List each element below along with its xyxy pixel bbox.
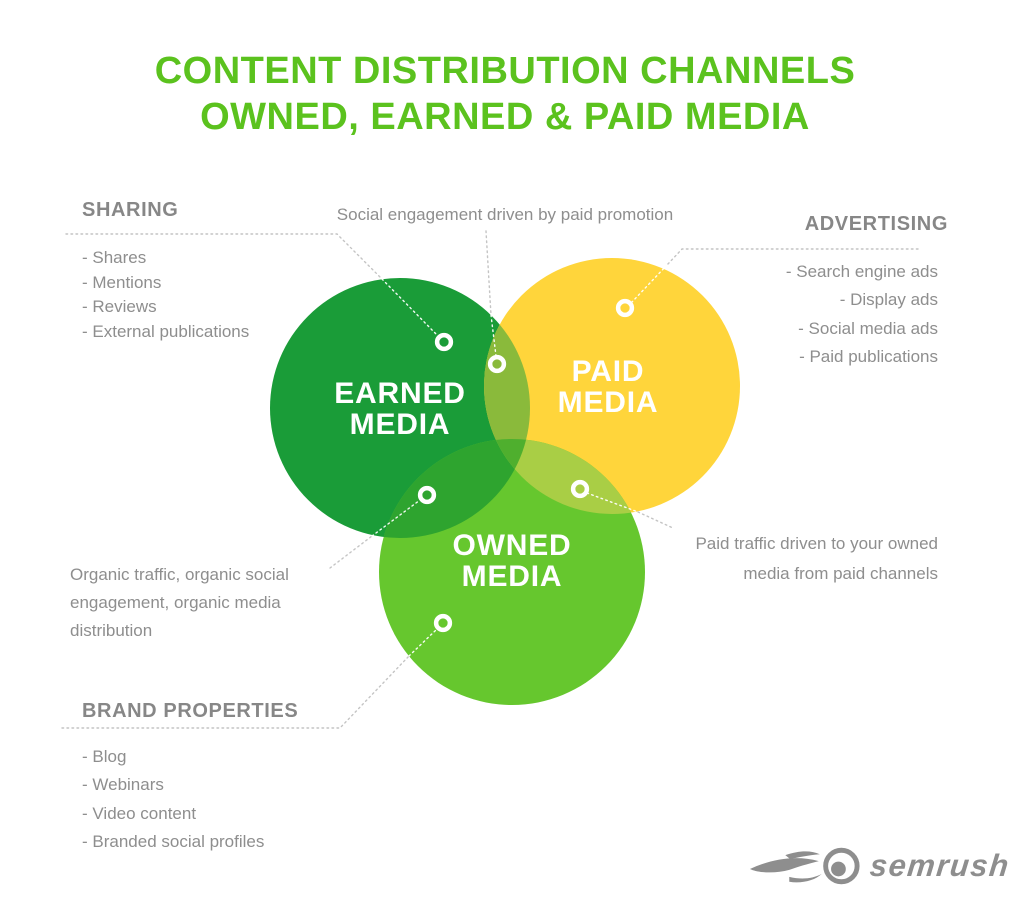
paid-traffic-annotation: Paid traffic driven to your owned media … <box>695 534 938 583</box>
brand-properties-item: - Blog <box>82 747 127 766</box>
connector-advertising-inner <box>631 264 668 303</box>
connector-paid-traffic-inner <box>586 492 639 513</box>
connector-sharing-inner <box>381 278 438 336</box>
connector-social-engagement <box>485 230 492 316</box>
connector-brand-properties <box>61 655 410 729</box>
brand-properties-item: - Video content <box>82 803 197 823</box>
page-title-line1: CONTENT DISTRIBUTION CHANNELS <box>154 50 856 92</box>
connector-social-engagement-inner <box>490 314 497 357</box>
paid-media-label: PAID MEDIA <box>557 355 659 419</box>
marker-rings <box>417 298 635 633</box>
advertising-item: - Paid publications <box>799 347 938 367</box>
advertising-item: - Display ads <box>839 290 938 310</box>
ring-marker-sharing-icon <box>434 332 454 352</box>
sharing-list: - Shares - Mentions - Reviews - External… <box>82 246 249 344</box>
connector-organic-inner <box>371 499 421 537</box>
semrush-logo: semrush <box>746 842 1010 890</box>
sharing-heading: SHARING <box>82 199 179 221</box>
ring-marker-paid-traffic-icon <box>570 479 590 499</box>
brand-properties-list: - Blog - Webinars - Video content - Bran… <box>82 743 264 857</box>
sharing-item: - Shares <box>82 248 147 267</box>
semrush-wordmark: semrush <box>868 848 1010 883</box>
ring-marker-brand-properties-icon <box>433 613 453 633</box>
ring-marker-advertising-icon <box>615 298 635 318</box>
paid-owned-overlap <box>484 439 645 514</box>
social-engagement-annotation: Social engagement driven by paid promoti… <box>336 205 674 224</box>
ring-marker-social-engagement-icon <box>487 354 507 374</box>
sharing-item: - External publications <box>82 321 250 341</box>
semrush-flame-icon <box>749 847 860 885</box>
advertising-list: - Search engine ads - Display ads - Soci… <box>786 258 938 372</box>
connector-organic <box>329 535 373 569</box>
page-title: CONTENT DISTRIBUTION CHANNELS OWNED, EAR… <box>0 48 1010 140</box>
sharing-item: - Mentions <box>82 272 162 292</box>
earned-owned-overlap <box>379 439 530 538</box>
page-title-line2: OWNED, EARNED & PAID MEDIA <box>200 96 810 138</box>
owned-media-label: OWNED MEDIA <box>452 529 572 593</box>
advertising-heading: ADVERTISING <box>804 213 948 235</box>
ring-marker-organic-icon <box>417 485 437 505</box>
connector-advertising <box>666 248 919 266</box>
brand-properties-heading: BRAND PROPERTIES <box>82 700 299 722</box>
advertising-item: - Social media ads <box>798 318 938 338</box>
sharing-item: - Reviews <box>82 297 157 317</box>
connector-paid-traffic <box>637 511 674 529</box>
organic-annotation: Organic traffic, organic social engageme… <box>70 565 289 640</box>
earned-media-label: EARNED MEDIA <box>334 377 466 441</box>
brand-properties-item: - Branded social profiles <box>82 832 265 852</box>
connector-brand-properties-inner <box>408 628 438 657</box>
connector-sharing <box>65 233 383 280</box>
brand-properties-item: - Webinars <box>82 775 164 795</box>
advertising-item: - Search engine ads <box>785 262 938 281</box>
